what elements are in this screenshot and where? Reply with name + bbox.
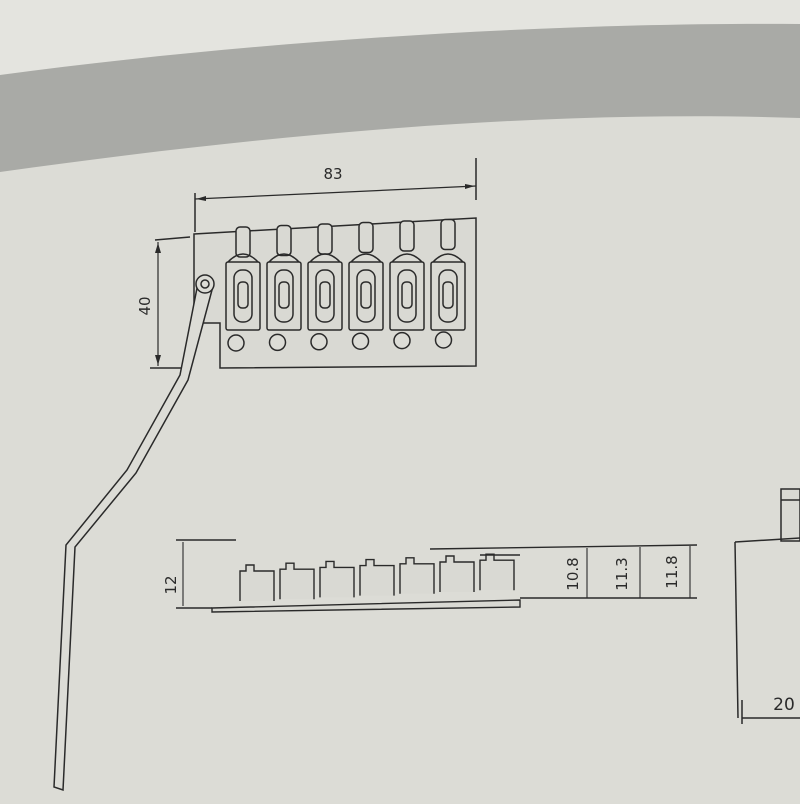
arm-pivot-inner — [200, 279, 210, 289]
saddle-slot — [233, 269, 253, 323]
width-dimension — [194, 158, 477, 232]
side-height-dimension — [176, 539, 236, 609]
saddle-slot — [356, 269, 376, 323]
end-view-side-edge — [734, 541, 739, 719]
saddle-height-screw — [278, 281, 290, 309]
mounting-hole — [351, 332, 370, 350]
side-view — [176, 539, 698, 613]
saddle-screw-head — [235, 226, 251, 258]
saddle-body — [307, 261, 343, 331]
tremolo-arm — [53, 274, 215, 792]
saddle-body — [225, 261, 261, 331]
saddle-screw-head — [399, 220, 415, 252]
end-view-screw — [780, 488, 800, 542]
width-dimension-label: 83 — [323, 165, 342, 183]
saddle-spring — [268, 253, 300, 263]
side-dimension-label-1: 10.8 — [564, 557, 582, 590]
side-height-dimension-label: 12 — [162, 575, 180, 594]
saddle-spring — [432, 253, 464, 263]
saddle-spring — [227, 253, 259, 263]
mounting-hole — [310, 333, 328, 351]
mounting-hole — [393, 331, 411, 350]
saddle — [389, 220, 425, 331]
saddle-spring — [391, 253, 423, 263]
saddle — [430, 218, 466, 331]
side-saddle — [479, 553, 515, 591]
top-view — [150, 158, 477, 369]
side-saddle — [239, 564, 275, 601]
saddle-slot — [315, 269, 335, 323]
side-saddle — [399, 557, 435, 594]
mounting-hole — [268, 333, 287, 352]
side-saddle — [439, 555, 475, 592]
saddle-height-screw — [360, 281, 372, 309]
side-base-plate — [211, 599, 521, 613]
side-saddle-group — [239, 553, 515, 601]
end-view — [734, 488, 800, 724]
saddle-screw-head — [440, 218, 456, 251]
saddle-slot — [274, 269, 294, 323]
saddle-height-screw — [237, 281, 249, 309]
side-saddle — [319, 560, 355, 598]
saddle-height-screw — [442, 281, 454, 309]
saddle-body — [430, 261, 466, 331]
saddle-height-screw — [319, 281, 331, 309]
saddle-slot — [397, 269, 417, 323]
saddle — [225, 226, 261, 331]
mounting-hole-group — [227, 331, 453, 352]
saddle-body — [348, 261, 384, 331]
side-saddle — [359, 558, 395, 596]
side-dimension-label-3: 11.8 — [663, 555, 681, 588]
mounting-hole — [434, 331, 453, 349]
saddle-screw-head — [358, 221, 374, 254]
header-band — [0, 23, 800, 172]
saddle — [266, 224, 302, 331]
saddle-body — [389, 261, 425, 331]
saddle-screw-head — [276, 224, 292, 257]
saddle — [307, 223, 343, 331]
side-dimension-label-2: 11.3 — [613, 557, 631, 590]
saddle-slot — [438, 269, 458, 323]
saddle-group — [225, 218, 466, 331]
height-dimension-label: 40 — [136, 296, 154, 315]
paper-top-edge — [0, 0, 800, 75]
end-view-width-label: 20 — [773, 695, 795, 715]
saddle — [348, 221, 384, 331]
saddle-height-screw — [401, 281, 413, 309]
saddle-screw-head — [317, 223, 333, 255]
side-saddle — [279, 562, 315, 600]
saddle-spring — [350, 253, 382, 263]
side-top-reference-line — [429, 544, 698, 550]
mounting-hole — [227, 334, 245, 352]
saddle-body — [266, 261, 302, 331]
saddle-spring — [309, 253, 341, 263]
